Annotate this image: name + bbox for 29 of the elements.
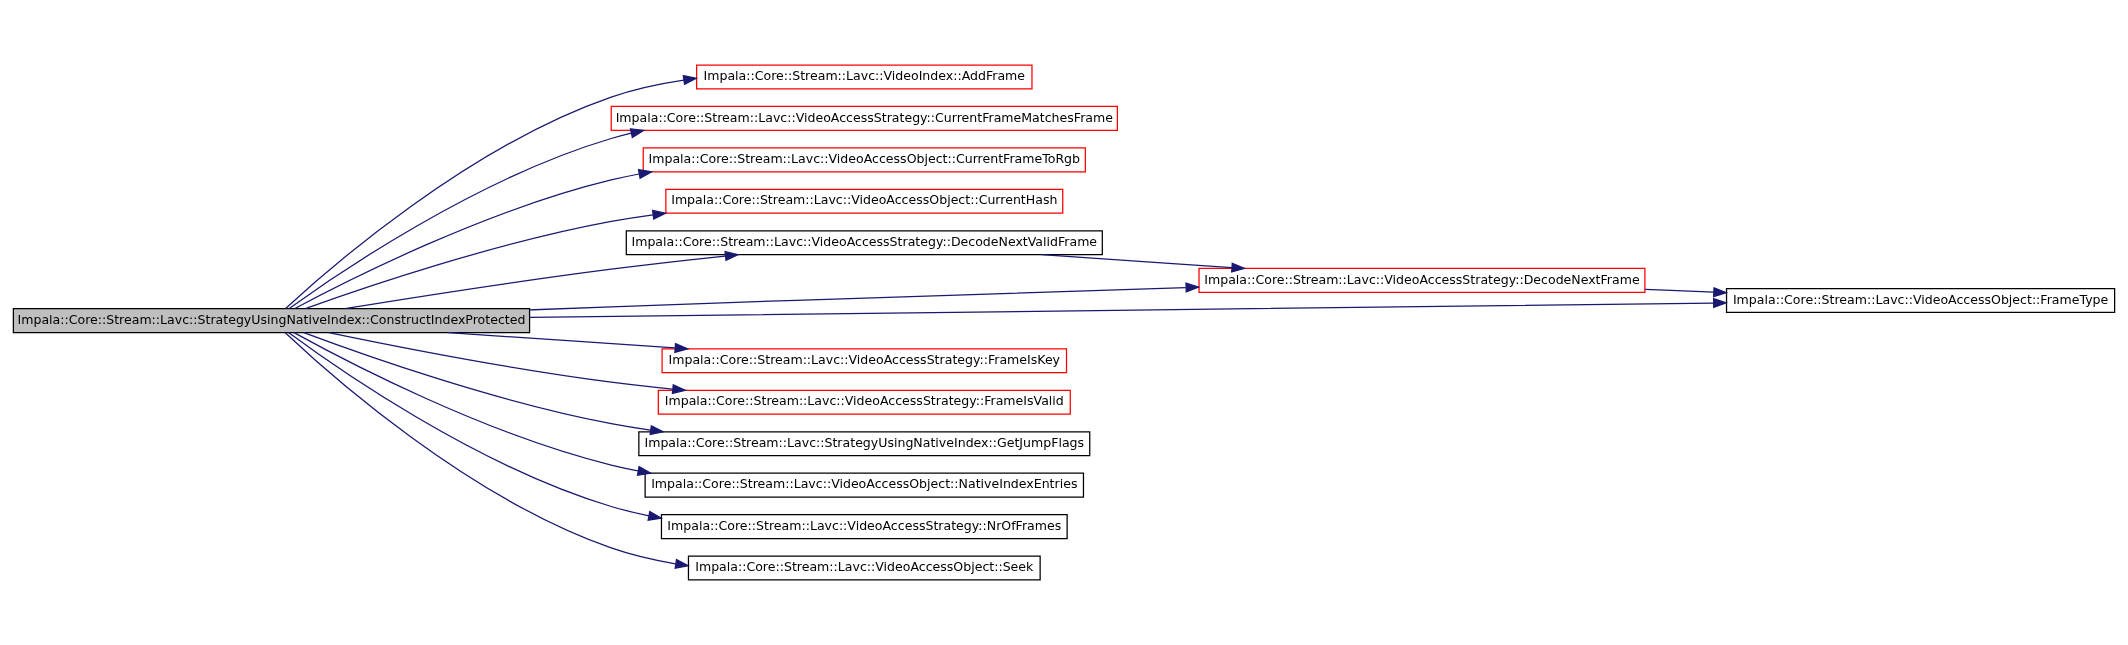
node-box: Impala::Core::Stream::Lavc::VideoAccessObject::CurrentFrameToRgb [642,147,1086,173]
node-box: Impala::Core::Stream::Lavc::VideoIndex::AddFrame [696,64,1033,90]
arrow [288,128,646,310]
arrow [529,297,1729,319]
arrow [529,282,1201,311]
arrow [344,250,740,310]
arrow [293,332,653,477]
arrow [447,331,690,354]
node-box: Impala::Core::Stream::Lavc::VideoAccessStrategy::CurrentFrameMatchesFrame [610,105,1118,131]
node-box: Impala::Core::Stream::Lavc::StrategyUsingNativeIndex::GetJumpFlags [638,431,1091,457]
arrow [284,74,699,310]
node-box: Impala::Core::Stream::Lavc::VideoAccessStrategy::DecodeNextValidFrame [625,230,1103,256]
arrow [1040,254,1247,273]
arrow [304,209,668,310]
node-box: Impala::Core::Stream::Lavc::VideoAccessObject::NativeIndexEntries [644,472,1085,498]
arrow [303,331,666,436]
node-box: Impala::Core::Stream::Lavc::VideoAccessStrategy::DecodeNextFrame [1198,267,1646,293]
arrow [287,331,664,521]
node-box: Impala::Core::Stream::Lavc::VideoAccessObject::CurrentHash [665,188,1064,214]
node-box: Impala::Core::Stream::Lavc::VideoAccessStrategy::FrameIsKey [661,348,1068,374]
arrow [328,331,688,395]
node-box: Impala::Core::Stream::Lavc::StrategyUsingNativeIndex::ConstructIndexProtected [12,308,531,334]
node-box: Impala::Core::Stream::Lavc::VideoAccessStrategy::FrameIsValid [657,389,1071,415]
arrow [1644,286,1729,298]
node-box: Impala::Core::Stream::Lavc::VideoAccessObject::Seek [687,555,1041,581]
node-box: Impala::Core::Stream::Lavc::VideoAccessStrategy::NrOfFrames [660,514,1068,540]
arrow [284,332,691,569]
arrow [294,168,654,310]
node-box: Impala::Core::Stream::Lavc::VideoAccessObject::FrameType [1725,287,2116,314]
